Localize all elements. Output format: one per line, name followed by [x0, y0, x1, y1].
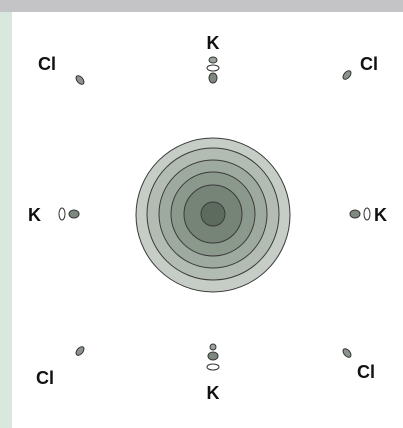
cl-top-right-lobe [341, 69, 352, 81]
k-bottom-lobe [207, 344, 219, 370]
cl-top-left-lobe [74, 74, 85, 86]
label-k-left: K [28, 205, 41, 225]
central-contour-sphere [136, 138, 290, 292]
k-left-lobe [59, 208, 79, 220]
cl-bottom-right-lobe [341, 347, 352, 359]
k-right-lobe [350, 208, 370, 220]
label-cl-bottom-right: Cl [357, 362, 375, 382]
k-top-lobe [207, 57, 219, 83]
label-cl-top-right: Cl [360, 54, 378, 74]
label-cl-bottom-left: Cl [36, 368, 54, 388]
label-k-top: K [207, 33, 220, 53]
label-cl-top-left: Cl [38, 54, 56, 74]
label-k-bottom: K [207, 383, 220, 403]
cl-bottom-left-lobe [74, 345, 85, 357]
label-k-right: K [374, 205, 387, 225]
